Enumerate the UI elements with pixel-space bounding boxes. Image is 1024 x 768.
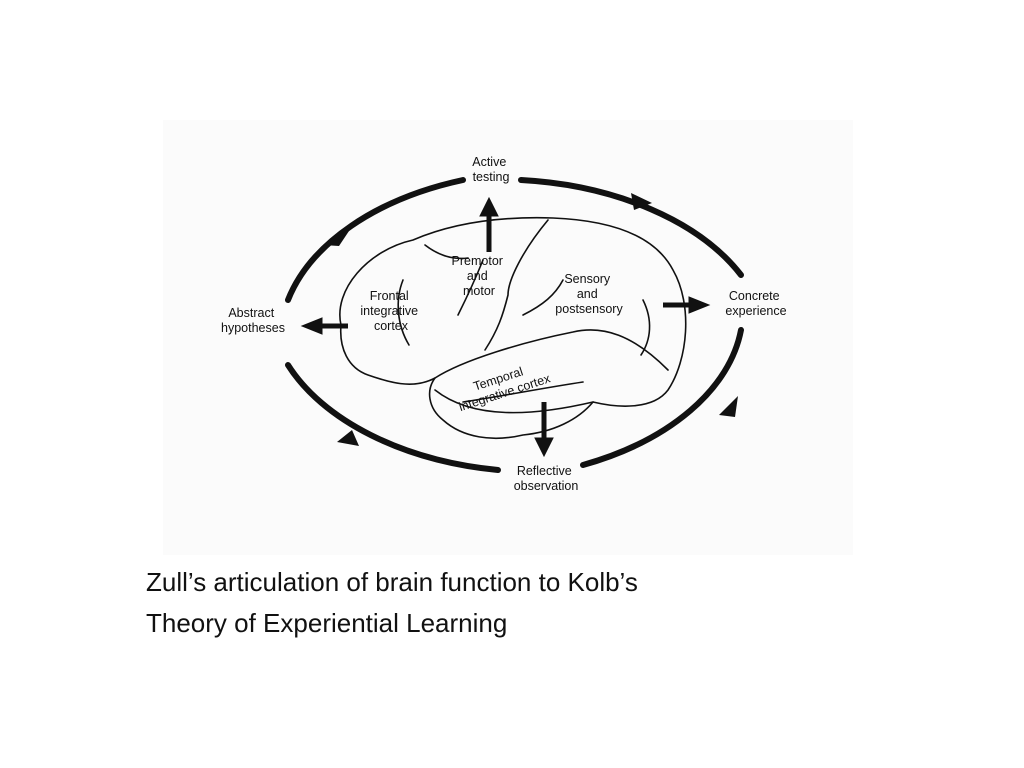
arrow-to-active-testing-head: [479, 196, 499, 217]
label-concrete-experience: Concrete experience: [725, 289, 786, 318]
ring-arrowhead-bottom-left: [337, 430, 359, 446]
label-premotor-and-motor: Premotor and motor: [452, 254, 507, 298]
ring-arrowhead-top-right: [631, 193, 652, 210]
cycle-arc-top-right: [518, 177, 744, 278]
svg-text:Temporal integrative c: Temporal integrative cortex: [452, 357, 552, 414]
cycle-arc-top-left: [285, 177, 466, 303]
frontal-sulcus: [397, 279, 410, 346]
temporal-lower-edge: [434, 389, 594, 414]
cycle-arc-bottom-right: [580, 327, 744, 468]
label-frontal-integrative-cortex: Frontal integrative cortex: [360, 289, 421, 333]
cycle-arc-bottom-left: [285, 362, 501, 473]
label-temporal-integrative-cortex: Temporal integrative cortex: [452, 357, 553, 414]
figure-caption: Zull’s articulation of brain function to…: [146, 562, 866, 644]
learning-cycle-ring: [285, 177, 744, 473]
lateral-fissure: [434, 329, 669, 379]
central-sulcus: [484, 219, 549, 351]
label-sensory-and-postsensory: Sensory and postsensory: [555, 272, 623, 316]
temporal-sulcus: [462, 381, 584, 403]
arrow-to-abstract-hypotheses-head: [300, 317, 323, 335]
caption-line-2: Theory of Experiential Learning: [146, 608, 508, 638]
brain-outline: [339, 216, 687, 440]
cycle-direction-arrows: [323, 193, 738, 446]
arrow-to-concrete-experience-head: [688, 296, 711, 314]
brain-arrows: [300, 196, 711, 458]
occipital-sulcus: [640, 299, 651, 356]
label-reflective-observation: Reflective observation: [514, 464, 579, 493]
frontal-sulcus-2: [424, 244, 469, 260]
premotor-sulcus: [457, 259, 484, 316]
sensory-sulcus: [522, 279, 564, 316]
brain-learning-cycle-diagram: Active testing Concrete experience Refle…: [221, 155, 787, 493]
label-abstract-hypotheses: Abstract hypotheses: [221, 306, 285, 335]
caption-line-1: Zull’s articulation of brain function to…: [146, 567, 638, 597]
arrow-to-reflective-observation-head: [534, 437, 554, 458]
ring-arrowhead-top-left: [323, 228, 351, 246]
ring-arrowhead-right: [719, 396, 738, 417]
label-active-testing: Active testing: [472, 155, 510, 184]
